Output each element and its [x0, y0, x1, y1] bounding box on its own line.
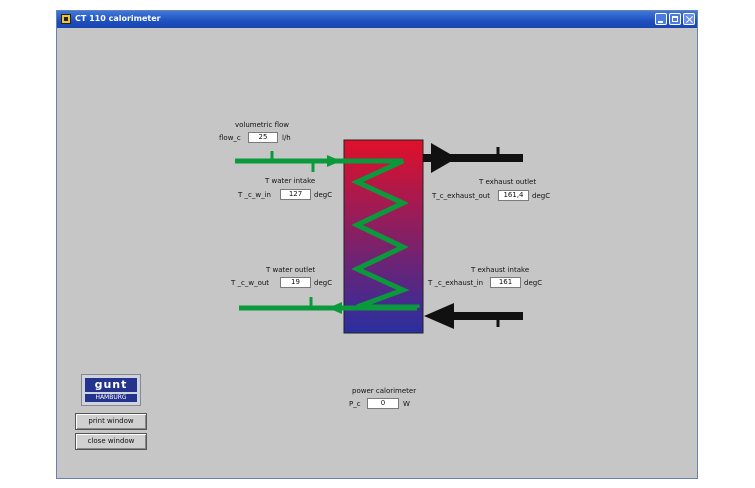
close-icon[interactable] — [683, 13, 695, 25]
exhaust-outlet-label: T_c_exhaust_out — [432, 192, 490, 200]
water-outlet-label: T _c_w_out — [231, 279, 270, 287]
window-title: CT 110 calorimeter — [75, 14, 161, 23]
power-unit: W — [403, 400, 410, 408]
heat-exchanger-diagram — [235, 139, 523, 334]
water-outlet-heading: T water outlet — [266, 266, 316, 274]
water-intake-heading: T water intake — [265, 177, 316, 185]
close-window-button[interactable]: close window — [75, 433, 147, 450]
logo-sub-text: HAMBURG — [85, 394, 137, 402]
flow-heading: volumetric flow — [235, 121, 289, 129]
water-intake-unit: degC — [314, 191, 333, 199]
water-outlet-unit: degC — [314, 279, 333, 287]
print-window-button[interactable]: print window — [75, 413, 147, 430]
app-icon — [61, 14, 71, 24]
exhaust-intake-unit: degC — [524, 279, 543, 287]
water-inlet-arrow — [327, 155, 341, 167]
water-outlet-field[interactable]: 19 — [280, 277, 311, 288]
water-outlet-arrow — [328, 302, 342, 314]
water-intake-field[interactable]: 127 — [280, 189, 311, 200]
power-heading: power calorimeter — [352, 387, 417, 395]
flow-field[interactable]: 25 — [248, 132, 278, 143]
logo-main-text: gunt — [85, 378, 137, 392]
exhaust-intake-field[interactable]: 161 — [490, 277, 521, 288]
water-intake-label: T _c_w_in — [238, 191, 271, 199]
exhaust-outlet-unit: degC — [532, 192, 551, 200]
exhaust-outlet-arrow — [431, 143, 457, 173]
gunt-logo: gunt HAMBURG — [81, 374, 141, 406]
power-label: P_c — [349, 400, 361, 408]
flow-unit: l/h — [282, 134, 291, 142]
minimize-icon[interactable] — [655, 13, 667, 25]
exhaust-intake-arrow — [424, 303, 454, 329]
title-bar[interactable]: CT 110 calorimeter — [57, 11, 697, 28]
exhaust-intake-label: T _c_exhaust_in — [428, 279, 484, 287]
exhaust-outlet-heading: T exhaust outlet — [479, 178, 537, 186]
power-field[interactable]: 0 — [367, 398, 399, 409]
exhaust-intake-heading: T exhaust intake — [471, 266, 530, 274]
flow-label: flow_c — [219, 134, 241, 142]
maximize-icon[interactable] — [669, 13, 681, 25]
exhaust-outlet-field[interactable]: 161,4 — [498, 190, 529, 201]
calorimeter-window: CT 110 calorimeter — [56, 10, 698, 479]
